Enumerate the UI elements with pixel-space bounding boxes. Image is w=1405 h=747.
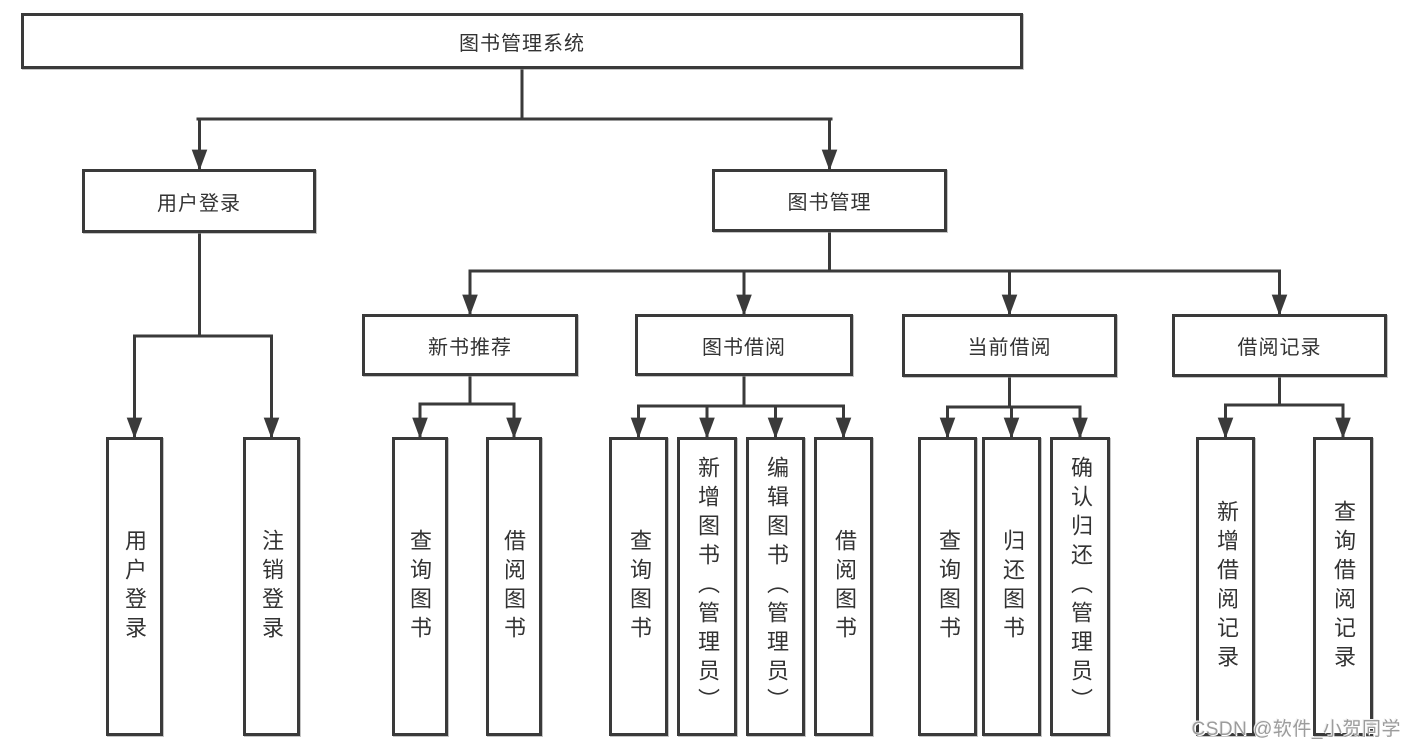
leaf-query-books-current: 查询图书: [918, 437, 977, 736]
leaf-edit-books-admin: 编辑图书（管理员）: [746, 437, 805, 736]
leaf-return-books: 归还图书: [982, 437, 1041, 736]
connector-book-management-to-level3: [462, 228, 1288, 316]
leaf-add-books-admin: 新增图书（管理员）: [677, 437, 737, 736]
connector-user-login-group: [126, 228, 280, 439]
node-book-management: 图书管理: [712, 169, 947, 232]
leaf-add-borrow-record: 新增借阅记录: [1196, 437, 1255, 736]
leaf-query-borrow-record: 查询借阅记录: [1313, 437, 1373, 736]
node-book-borrowing: 图书借阅: [635, 314, 853, 376]
node-library-management-system: 图书管理系统: [21, 13, 1023, 69]
connector-new-book-group: [412, 372, 522, 439]
node-new-book-recommendation: 新书推荐: [362, 314, 578, 376]
node-user-login: 用户登录: [82, 169, 316, 233]
connector-root-to-level2: [191, 64, 838, 171]
leaf-borrow-books: 借阅图书: [814, 437, 873, 736]
leaf-confirm-return-admin: 确认归还（管理员）: [1050, 437, 1110, 736]
leaf-query-books-borrowing: 查询图书: [609, 437, 668, 736]
leaf-query-books-recommend: 查询图书: [392, 437, 448, 736]
leaf-user-login: 用户登录: [106, 437, 163, 736]
leaf-borrow-books-recommend: 借阅图书: [486, 437, 542, 736]
leaf-logout: 注销登录: [243, 437, 300, 736]
watermark: CSDN @软件_小贺同学: [1191, 719, 1401, 740]
node-borrowing-records: 借阅记录: [1172, 314, 1387, 377]
connector-borrowing-records-group: [1217, 373, 1351, 439]
node-current-borrowing: 当前借阅: [902, 314, 1117, 377]
connector-book-borrowing-group: [630, 372, 852, 439]
connector-current-borrowing-group: [939, 373, 1088, 439]
